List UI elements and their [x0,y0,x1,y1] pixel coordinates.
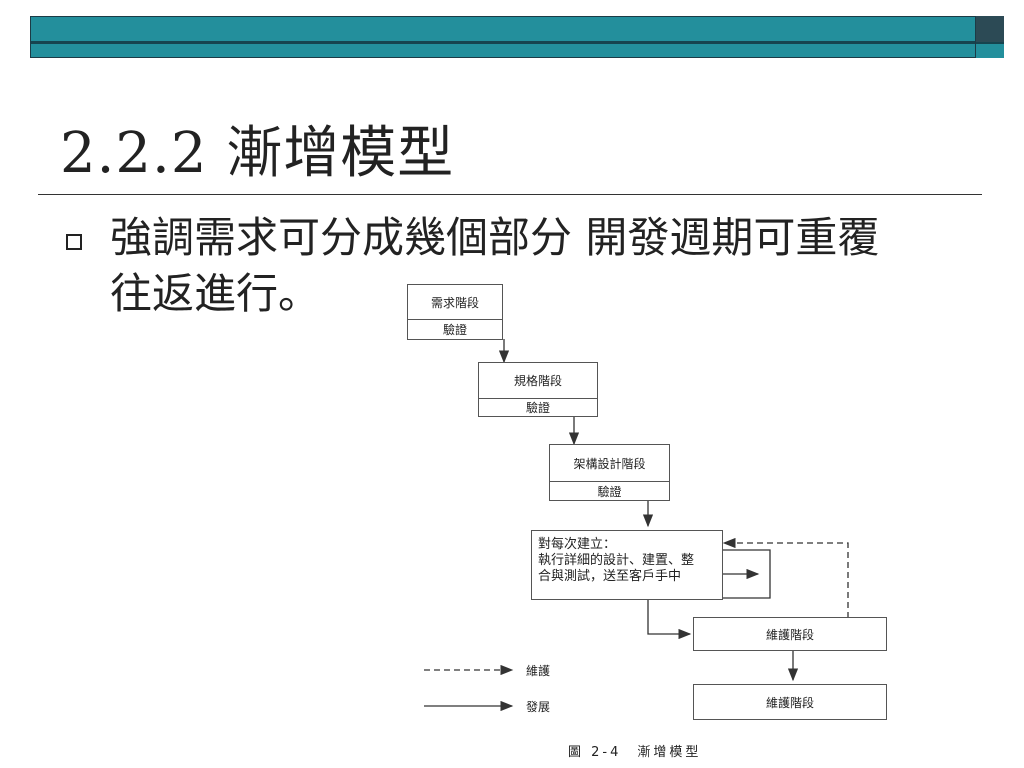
header-stripe [31,41,975,44]
bullet-square-icon [66,234,82,250]
slide-title: 2.2.2 漸增模型 [60,121,455,186]
stage-requirements-box: 需求階段 驗證 [407,284,503,340]
header-corner-dark [976,16,1004,42]
stage-spec-verify: 驗證 [479,398,597,416]
figure-caption: 圖 2-4 漸增模型 [568,745,702,760]
header-corner-teal [976,42,1004,58]
maintenance-label-1: 維護階段 [765,627,814,642]
build-note-line-1: 對每次建立： [538,537,617,552]
maintenance-label-2: 維護階段 [765,695,814,710]
build-note-box: 對每次建立： 執行詳細的設計、建置、整 合與測試，送至客戶手中 [531,530,723,600]
bullet-line-1: 強調需求可分成幾個部分 開發週期可重覆 [110,213,880,262]
arrow-maint-feedback [722,537,849,618]
stage-architecture-verify: 驗證 [550,481,669,500]
arrow-build-loop [719,549,771,599]
legend-development-label: 發展 [526,700,551,714]
header-bar [30,16,976,58]
stage-requirements-label: 需求階段 [430,295,479,310]
maintenance-box-1: 維護階段 [693,617,887,651]
title-divider [38,194,982,195]
arrow-build-to-maint [647,600,692,640]
stage-requirements-verify: 驗證 [408,319,502,339]
build-note-line-3: 合與測試，送至客戶手中 [538,569,682,584]
stage-spec-box: 規格階段 驗證 [478,362,598,417]
stage-architecture-label: 架構設計階段 [573,456,646,471]
bullet-line-2: 往返進行。 [110,269,321,318]
maintenance-box-2: 維護階段 [693,684,887,720]
build-note-line-2: 執行詳細的設計、建置、整 [538,553,695,568]
legend-maintenance-label: 維護 [526,664,551,678]
bullet-text: 強調需求可分成幾個部分 開發週期可重覆 往返進行。 [110,210,990,322]
stage-architecture-box: 架構設計階段 驗證 [549,444,670,501]
stage-spec-label: 規格階段 [513,374,562,388]
